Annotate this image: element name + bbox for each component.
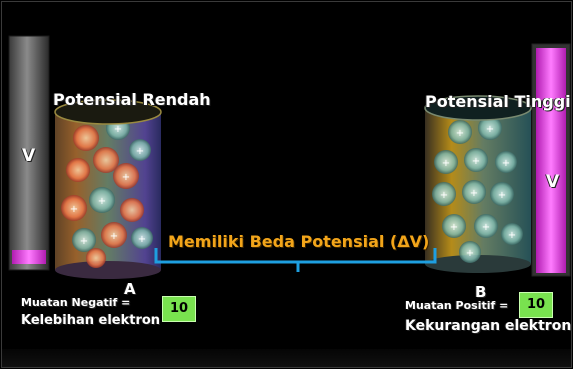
svg-text:+: + xyxy=(508,230,516,241)
svg-text:+: + xyxy=(110,231,118,242)
svg-text:+: + xyxy=(498,190,506,201)
positive-charge-label: Muatan Positif = xyxy=(405,299,509,312)
container-b-letter: B xyxy=(475,283,487,301)
svg-text:+: + xyxy=(450,222,458,233)
title-low-potential: Potensial Rendah xyxy=(53,90,211,109)
voltmeter-right xyxy=(531,43,571,277)
svg-text:+: + xyxy=(70,204,78,215)
negative-charge-label: Muatan Negatif = xyxy=(21,296,131,309)
svg-text:+: + xyxy=(466,248,474,259)
svg-text:+: + xyxy=(440,190,448,201)
svg-text:+: + xyxy=(482,222,490,233)
electron-deficit-label: Kekurangan elektron xyxy=(405,318,572,334)
svg-text:+: + xyxy=(486,124,494,135)
svg-text:+: + xyxy=(138,234,146,245)
svg-text:+: + xyxy=(456,128,464,139)
excess-electron-label: Kelebihan elektron xyxy=(21,313,161,328)
voltmeter-left xyxy=(8,35,50,271)
svg-text:+: + xyxy=(442,158,450,169)
svg-text:+: + xyxy=(470,188,478,199)
container-b: + + + + + + + + + + + + xyxy=(424,95,532,273)
svg-text:+: + xyxy=(502,158,510,169)
container-a: + + + + + + + + xyxy=(54,99,162,279)
positive-charge-count: 10 xyxy=(519,292,553,318)
svg-text:+: + xyxy=(114,124,122,135)
svg-text:+: + xyxy=(80,236,88,247)
svg-text:+: + xyxy=(98,196,106,207)
voltmeter-right-label: V xyxy=(546,172,560,192)
svg-text:+: + xyxy=(472,156,480,167)
negative-charge-count: 10 xyxy=(162,296,196,322)
svg-text:+: + xyxy=(136,146,144,157)
svg-text:+: + xyxy=(122,172,130,183)
potential-difference-label: Memiliki Beda Potensial (ΔV) xyxy=(168,232,430,251)
title-high-potential: Potensial Tinggi xyxy=(425,92,571,111)
container-a-letter: A xyxy=(124,280,136,298)
potential-difference-bracket xyxy=(154,248,437,272)
voltmeter-left-label: V xyxy=(22,146,36,166)
